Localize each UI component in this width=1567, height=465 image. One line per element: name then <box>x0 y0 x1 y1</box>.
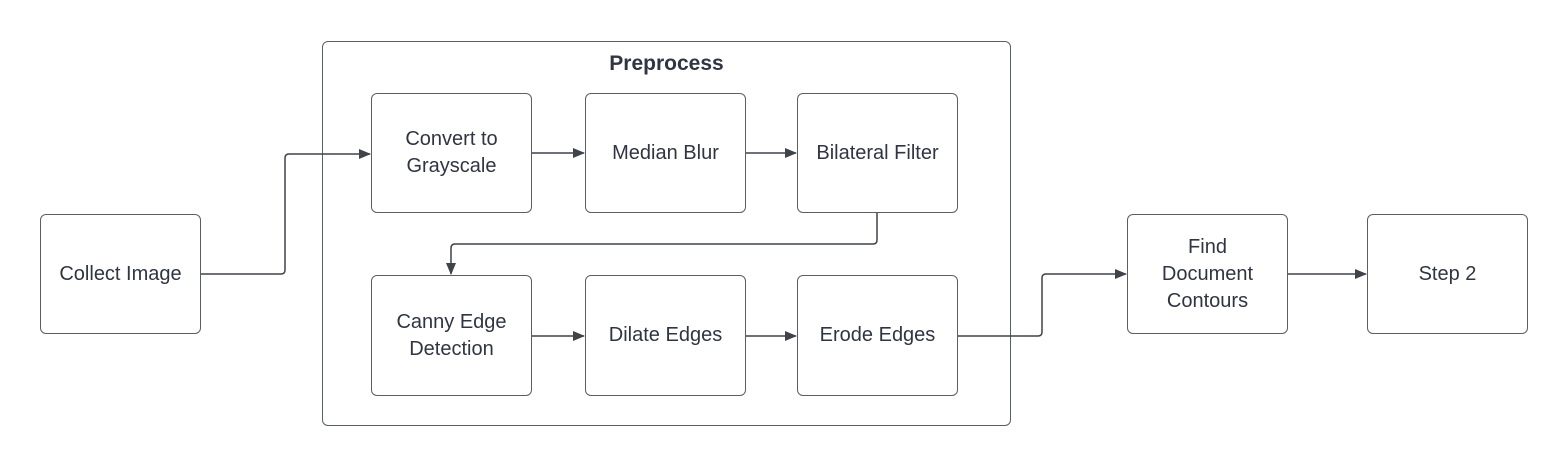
node-label: Convert to Grayscale <box>405 128 498 177</box>
node-erode-edges[interactable]: Erode Edges <box>797 275 958 396</box>
preprocess-group: Preprocess <box>322 41 1011 426</box>
node-label: Canny Edge Detection <box>396 310 507 360</box>
node-canny-edge-detection[interactable]: Canny Edge Detection <box>371 275 532 396</box>
node-label: Dilate Edges <box>608 324 723 346</box>
node-label: Find Document Contours <box>1161 235 1254 312</box>
node-label: Collect Image <box>59 262 182 285</box>
edge-bilateral-to-canny <box>446 213 878 275</box>
node-convert-to-grayscale[interactable]: Convert to Grayscale <box>371 93 532 213</box>
node-median-blur[interactable]: Median Blur <box>585 93 746 213</box>
node-label: Median Blur <box>612 141 719 164</box>
node-bilateral-filter[interactable]: Bilateral Filter <box>797 93 958 213</box>
preprocess-title: Preprocess <box>609 52 724 75</box>
node-collect-image[interactable]: Collect Image <box>40 214 201 334</box>
node-label: Step 2 <box>1418 262 1477 285</box>
edge-collect-to-gray <box>201 149 371 275</box>
node-step-2[interactable]: Step 2 <box>1367 214 1528 334</box>
edge-erode-to-find <box>958 269 1127 337</box>
node-dilate-edges[interactable]: Dilate Edges <box>585 275 746 396</box>
node-label: Bilateral Filter <box>816 141 939 164</box>
node-find-document-contours[interactable]: Find Document Contours <box>1127 214 1288 334</box>
node-label: Erode Edges <box>819 324 936 346</box>
